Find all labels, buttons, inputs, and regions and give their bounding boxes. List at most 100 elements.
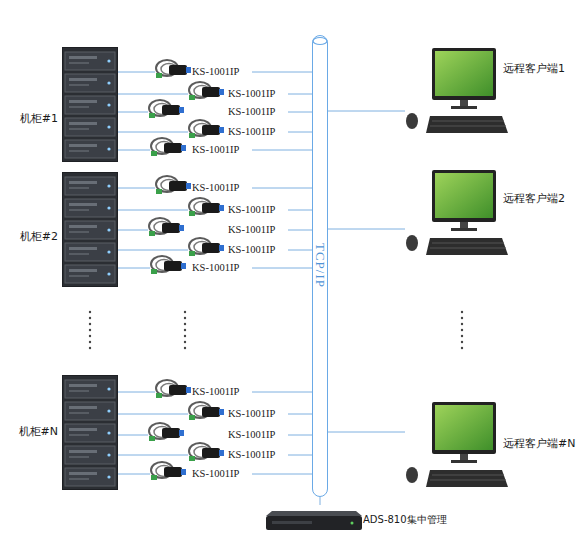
- network-cable: [328, 229, 405, 230]
- kvm-adapter: KS-1001IP: [150, 258, 252, 278]
- network-cable: [118, 474, 150, 475]
- adapter-drawing: [151, 462, 186, 480]
- adapter-drawing: [189, 443, 224, 461]
- adapter-label: KS-1001IP: [228, 428, 275, 442]
- adapter-label: KS-1001IP: [192, 65, 239, 79]
- adapter-label: KS-1001IP: [192, 385, 239, 399]
- network-cable: [118, 392, 155, 393]
- network-cable: [118, 112, 148, 113]
- adapter-drawing: [189, 82, 224, 100]
- network-cable: [118, 210, 188, 211]
- dot: [89, 311, 91, 313]
- adapter-drawing: [189, 120, 224, 138]
- network-cable: [118, 230, 148, 231]
- kvm-adapter: KS-1001IP: [188, 122, 288, 142]
- adapter-drawing: [151, 256, 186, 274]
- dot: [184, 329, 186, 331]
- network-cable: [328, 432, 405, 433]
- adapter-label: KS-1001IP: [228, 87, 275, 101]
- adapter-label: KS-1001IP: [228, 203, 275, 217]
- server-cabinet-drawing: [62, 375, 118, 490]
- kvm-adapter: KS-1001IP: [188, 200, 288, 220]
- adapter-label: KS-1001IP: [228, 448, 275, 462]
- client-drawing: [406, 48, 508, 133]
- kvm-adapter: KS-1001IP: [150, 140, 252, 160]
- dot: [184, 323, 186, 325]
- network-cable: [118, 94, 188, 95]
- adapter-drawing: [149, 423, 184, 441]
- kvm-adapter: KS-1001IP: [148, 425, 288, 445]
- client-drawing: [406, 402, 508, 487]
- remote-client: 远程客户端1: [405, 71, 577, 151]
- server-cabinet: 机柜#2: [62, 172, 118, 287]
- dot: [461, 335, 463, 337]
- network-cable: [118, 132, 188, 133]
- dot: [461, 323, 463, 325]
- adapter-drawing: [149, 100, 184, 118]
- adapter-label: KS-1001IP: [228, 407, 275, 421]
- adapter-label: KS-1001IP: [192, 143, 239, 157]
- adapter-drawing: [189, 198, 224, 216]
- network-cable: [288, 455, 312, 456]
- bus-end-ring: [313, 38, 327, 45]
- server-cabinet-drawing: [62, 172, 118, 287]
- server-cabinet: 机柜#N: [62, 375, 118, 490]
- adapter-label: KS-1001IP: [228, 105, 275, 119]
- adapter-drawing: [156, 176, 191, 194]
- network-cable: [252, 392, 312, 393]
- network-cable: [252, 150, 312, 151]
- dot: [184, 347, 186, 349]
- network-cable: [288, 414, 312, 415]
- kvm-adapter: KS-1001IP: [150, 464, 252, 484]
- adapter-drawing: [156, 60, 191, 78]
- client-label: 远程客户端#N: [503, 436, 575, 451]
- dot: [89, 341, 91, 343]
- network-cable: [252, 72, 312, 73]
- management-appliance: ADS-810集中管理: [268, 505, 452, 533]
- dot: [89, 317, 91, 319]
- adapter-drawing: [189, 402, 224, 420]
- network-cable: [118, 268, 150, 269]
- network-cable: [118, 455, 188, 456]
- remote-client: 远程客户端#N: [405, 392, 577, 472]
- kvm-adapter: KS-1001IP: [155, 178, 252, 198]
- client-label: 远程客户端2: [503, 191, 565, 206]
- kvm-adapter: KS-1001IP: [188, 404, 288, 424]
- dot: [89, 347, 91, 349]
- network-cable: [252, 474, 312, 475]
- dot: [89, 335, 91, 337]
- network-label: TCP/IP: [312, 243, 328, 288]
- continuation-dots: [89, 311, 463, 349]
- appliance-drawing: [266, 511, 362, 530]
- dot: [89, 323, 91, 325]
- adapter-drawing: [151, 138, 186, 156]
- kvm-adapter: KS-1001IP: [148, 220, 288, 240]
- adapter-drawing: [189, 238, 224, 256]
- network-cable: [288, 112, 312, 113]
- appliance-led: [351, 522, 354, 525]
- network-cable: [288, 94, 312, 95]
- network-cable: [288, 250, 312, 251]
- network-bus: TCP/IP: [312, 35, 328, 497]
- adapter-drawing: [149, 218, 184, 236]
- kvm-adapter: KS-1001IP: [188, 240, 288, 260]
- dot: [89, 329, 91, 331]
- dot: [461, 329, 463, 331]
- dot: [461, 311, 463, 313]
- network-cable: [118, 250, 188, 251]
- appliance-front: [266, 516, 362, 530]
- client-label: 远程客户端1: [503, 61, 565, 76]
- kvm-adapter: KS-1001IP: [148, 102, 288, 122]
- network-cable: [288, 435, 312, 436]
- adapter-label: KS-1001IP: [192, 261, 239, 275]
- dot: [461, 347, 463, 349]
- network-cable: [328, 111, 405, 112]
- kvm-adapter: KS-1001IP: [188, 84, 288, 104]
- cabinet-label: 机柜#1: [20, 111, 58, 126]
- network-cable: [118, 72, 155, 73]
- kvm-adapter: KS-1001IP: [188, 445, 288, 465]
- dot: [184, 335, 186, 337]
- cabinet-label: 机柜#2: [20, 229, 58, 244]
